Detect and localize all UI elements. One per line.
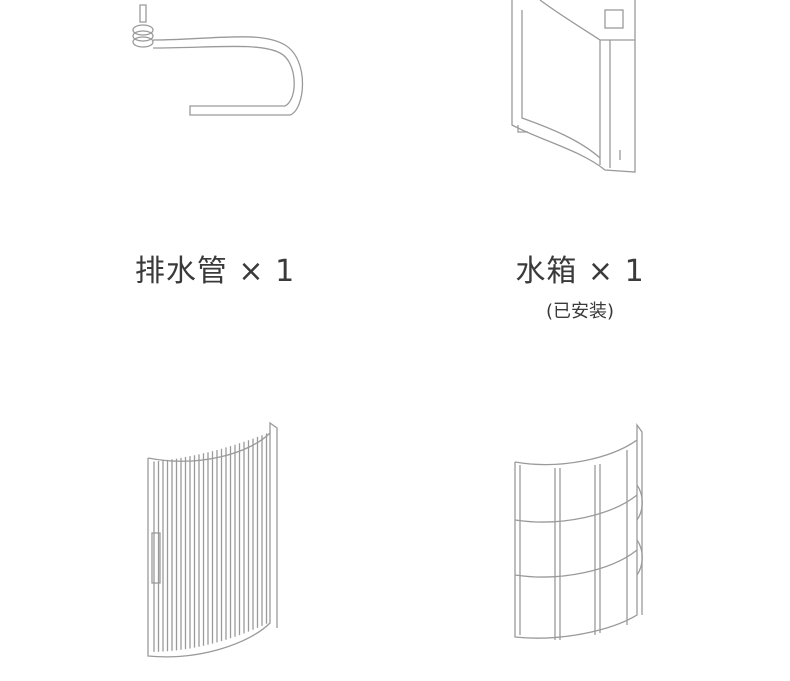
item-name: 水箱 — [515, 254, 578, 289]
water-tank-label: 水箱 × 1 — [450, 246, 710, 290]
item-qty: × 1 — [587, 254, 645, 289]
item-name: 排水管 — [134, 254, 228, 289]
mesh-filter-illustration — [514, 422, 643, 640]
drain-hose-illustration — [132, 4, 304, 116]
front-grille-illustration — [147, 421, 278, 658]
item-qty: × 1 — [238, 254, 296, 289]
water-tank-illustration — [511, 0, 636, 173]
installed-note: (已安装) — [545, 301, 615, 322]
drain-hose-label: 排水管 × 1 — [85, 246, 345, 290]
